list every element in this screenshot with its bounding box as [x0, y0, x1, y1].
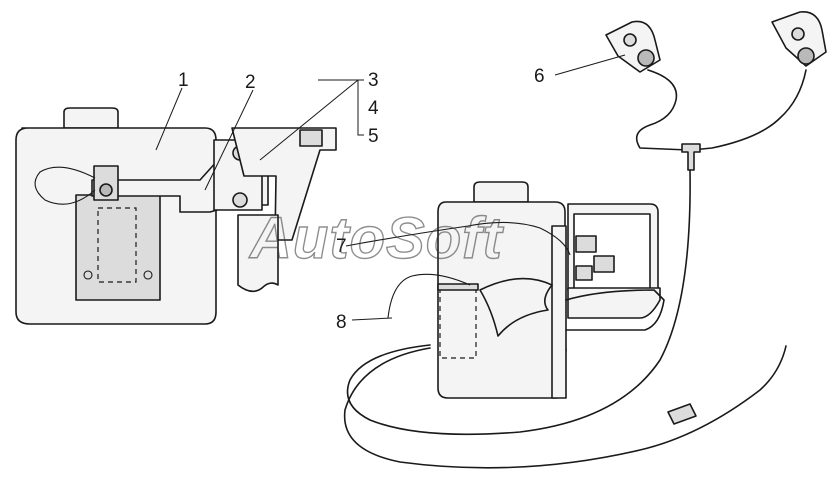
mount-strap	[551, 225, 567, 399]
hose-loop	[343, 345, 787, 469]
frame-bracket	[231, 127, 337, 241]
reservoir-cap-right	[473, 181, 529, 203]
nozzle-left-jet	[637, 49, 655, 67]
nut-3	[575, 265, 593, 281]
right-reservoir-view	[343, 11, 827, 469]
leader-8	[351, 317, 393, 321]
callout-6: 6	[534, 66, 545, 87]
pump-flange-right	[437, 283, 479, 291]
wire-8	[387, 273, 471, 319]
callout-5: 5	[368, 126, 379, 147]
clamp-nut	[99, 183, 113, 197]
callout-1: 1	[178, 70, 189, 91]
frame-section-wave	[479, 277, 553, 337]
pump-plate-left	[75, 194, 161, 301]
watermark: AutoSoft	[248, 206, 504, 271]
pump-hidden-left	[97, 207, 137, 283]
leader-2	[204, 89, 254, 191]
nut-2	[593, 255, 615, 273]
frame-lug	[299, 129, 323, 147]
nozzle-right-bolt	[791, 27, 805, 41]
hose-left-nozzle	[635, 69, 689, 151]
callout-2: 2	[245, 72, 256, 93]
nut-1	[575, 235, 597, 253]
washer-nozzles	[605, 11, 827, 73]
nozzle-right-jet	[797, 47, 815, 65]
hose-tee	[681, 143, 701, 171]
bracket-3-5	[357, 79, 364, 136]
leader-6	[554, 54, 626, 76]
left-reservoir-view	[15, 107, 337, 325]
frame-post	[237, 214, 279, 293]
bolt-lower	[232, 192, 248, 208]
callout-4: 4	[368, 98, 379, 119]
u-bracket	[567, 203, 659, 291]
wire-loop-left	[34, 166, 96, 205]
callout-3: 3	[368, 70, 379, 91]
leader-1	[155, 87, 183, 151]
leader-3-bolt	[259, 79, 359, 161]
frame-plate-right	[567, 287, 661, 319]
nozzle-left-bolt	[623, 33, 637, 47]
callout-7: 7	[336, 236, 347, 257]
leader-lines	[155, 54, 626, 321]
hose-right-nozzle	[691, 69, 807, 151]
main-hose	[346, 169, 691, 436]
plate-rivet-1	[83, 270, 93, 280]
wire-7	[345, 221, 571, 256]
callout-8: 8	[336, 312, 347, 333]
frame-section-right	[565, 289, 665, 331]
hose-connector	[667, 403, 697, 425]
plate-rivet-2	[143, 270, 153, 280]
reservoir-cap-left	[63, 107, 119, 129]
